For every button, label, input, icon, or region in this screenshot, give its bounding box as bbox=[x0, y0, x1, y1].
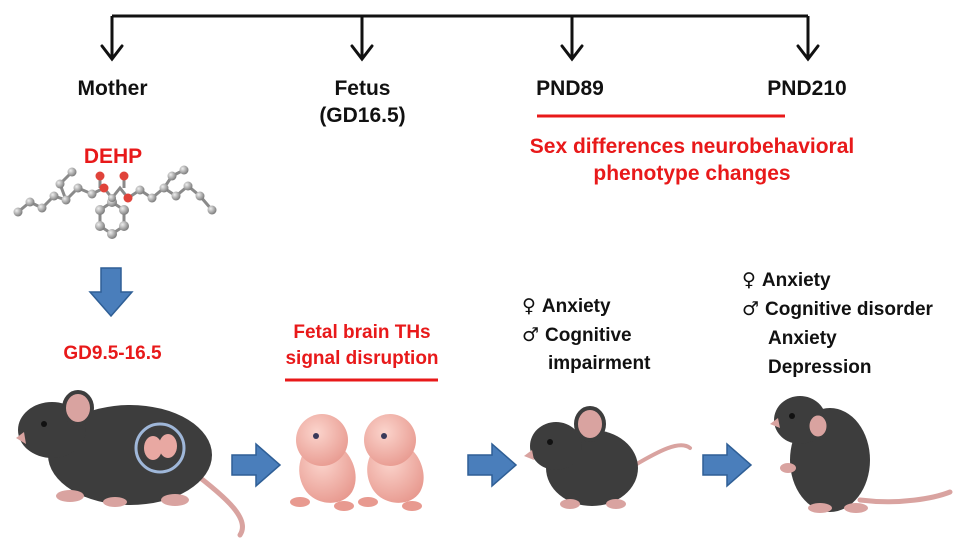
fetal-effect-line-2: signal disruption bbox=[285, 348, 439, 369]
male-symbol-icon: ♂ bbox=[742, 298, 760, 320]
right-arrow-icon bbox=[702, 442, 753, 488]
dehp-molecule-icon bbox=[13, 165, 217, 239]
pnd210-male-row: ♂Cognitive disorder bbox=[742, 295, 933, 324]
mouse-pnd210-illustration bbox=[770, 396, 953, 513]
pnd89-female-effect: Anxiety bbox=[541, 296, 611, 317]
pnd210-male-effect-1: Cognitive disorder bbox=[765, 299, 933, 320]
sex-differences-line-1: Sex differences neurobehavioral bbox=[529, 135, 855, 158]
down-arrow-icon bbox=[88, 267, 134, 318]
pregnant-mouse-illustration bbox=[16, 390, 245, 538]
sex-differences-line-2: phenotype changes bbox=[593, 162, 791, 185]
stage-label-pnd210: PND210 bbox=[767, 77, 847, 100]
pnd210-male-effect-2: Anxiety bbox=[768, 328, 837, 349]
pnd89-male-row: ♂Cognitive bbox=[522, 321, 650, 350]
stage-label-mother: Mother bbox=[77, 77, 148, 100]
timeline-bracket bbox=[110, 14, 810, 58]
sex-differences-label: Sex differences neurobehavioral phenotyp… bbox=[492, 133, 892, 187]
timeline-arrowheads bbox=[100, 44, 820, 62]
pnd89-male-effect-1: Cognitive bbox=[545, 325, 632, 346]
right-arrow-icon bbox=[231, 442, 282, 488]
exposure-window-label: GD9.5-16.5 bbox=[63, 343, 162, 364]
stage-label-fetus-age: (GD16.5) bbox=[319, 104, 406, 127]
pnd210-female-row: ♀Anxiety bbox=[742, 266, 933, 295]
pnd89-male-effect-2: impairment bbox=[548, 353, 651, 374]
pnd89-effects: ♀Anxiety ♂Cognitive impairment bbox=[522, 292, 650, 378]
right-arrow-icon bbox=[467, 442, 518, 488]
pnd210-male-effect-3: Depression bbox=[768, 357, 872, 378]
chemical-label: DEHP bbox=[83, 145, 143, 168]
mouse-pnd89-illustration bbox=[524, 406, 692, 509]
female-symbol-icon: ♀ bbox=[742, 269, 756, 291]
fetus-illustration bbox=[358, 414, 424, 511]
female-symbol-icon: ♀ bbox=[522, 295, 536, 317]
male-symbol-icon: ♂ bbox=[522, 324, 540, 346]
pnd89-female-row: ♀Anxiety bbox=[522, 292, 650, 321]
fetus-illustration bbox=[290, 414, 356, 511]
stage-label-pnd89: PND89 bbox=[536, 77, 604, 100]
pnd210-female-effect: Anxiety bbox=[761, 270, 831, 291]
fetal-effect-line-1: Fetal brain THs bbox=[293, 322, 431, 343]
stage-label-fetus: Fetus bbox=[334, 77, 391, 100]
pnd210-effects: ♀Anxiety ♂Cognitive disorder Anxiety Dep… bbox=[742, 266, 933, 382]
fetal-effect-label: Fetal brain THs signal disruption bbox=[262, 320, 462, 372]
